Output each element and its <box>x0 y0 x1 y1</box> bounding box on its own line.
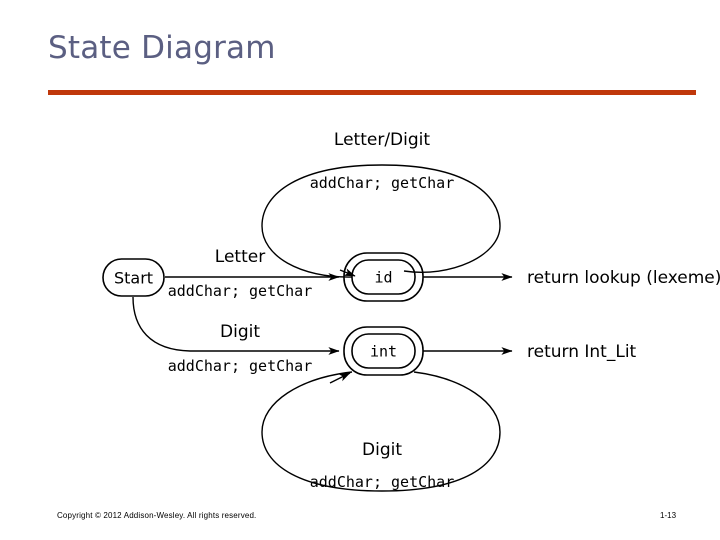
node-id[interactable]: id <box>343 252 424 302</box>
edge-label-condition-letter-digit: Letter/Digit <box>334 130 430 150</box>
output-label-id-mono: lexeme <box>653 268 715 288</box>
edge-label-action-letter: addChar; getChar <box>168 282 313 300</box>
output-label-id-tail: ) <box>715 268 720 288</box>
self-loop-int-left-arc <box>261 371 383 492</box>
output-label-int: return Int_Lit <box>527 342 637 362</box>
node-start-label: Start <box>114 269 153 288</box>
page-title: State Diagram <box>48 30 276 66</box>
node-int-inner-outline <box>351 333 416 369</box>
footer-page-number: 1-13 <box>660 511 677 520</box>
self-loop-id-left-arc <box>261 164 383 278</box>
edge-start-to-int <box>132 296 340 355</box>
self-loop-int-right-arc <box>381 371 501 492</box>
edge-label-condition-digit-loop: Digit <box>362 440 402 460</box>
edge-label-action-digit-loop: addChar; getChar <box>310 473 455 491</box>
node-id-inner-outline <box>351 259 416 295</box>
output-label-int-mono: Int_Lit <box>584 342 636 362</box>
edge-label-action-letter-digit: addChar; getChar <box>310 174 455 192</box>
edge-label-action-digit: addChar; getChar <box>168 357 313 375</box>
self-loop-int-arrowhead <box>329 372 351 384</box>
node-int[interactable]: int <box>343 326 424 376</box>
output-label-id: return lookup (lexeme) <box>527 268 720 288</box>
node-id-label: id <box>374 269 392 287</box>
output-label-int-plain: return <box>527 342 584 362</box>
self-loop-id-right-arc <box>381 164 501 273</box>
state-diagram: Letter/Digit addChar; getChar Start Lett… <box>0 110 720 500</box>
edge-label-condition-digit: Digit <box>220 322 260 342</box>
output-label-id-plain: return lookup ( <box>527 268 653 288</box>
node-start-outline <box>102 258 165 297</box>
edge-start-to-int-line <box>132 296 340 355</box>
edge-label-condition-letter: Letter <box>215 247 265 267</box>
footer-copyright: Copyright © 2012 Addison-Wesley. All rig… <box>57 511 257 520</box>
title-underline-rule <box>48 90 696 95</box>
node-start[interactable]: Start <box>102 258 165 297</box>
self-loop-int <box>261 371 501 492</box>
node-int-label: int <box>370 343 397 361</box>
